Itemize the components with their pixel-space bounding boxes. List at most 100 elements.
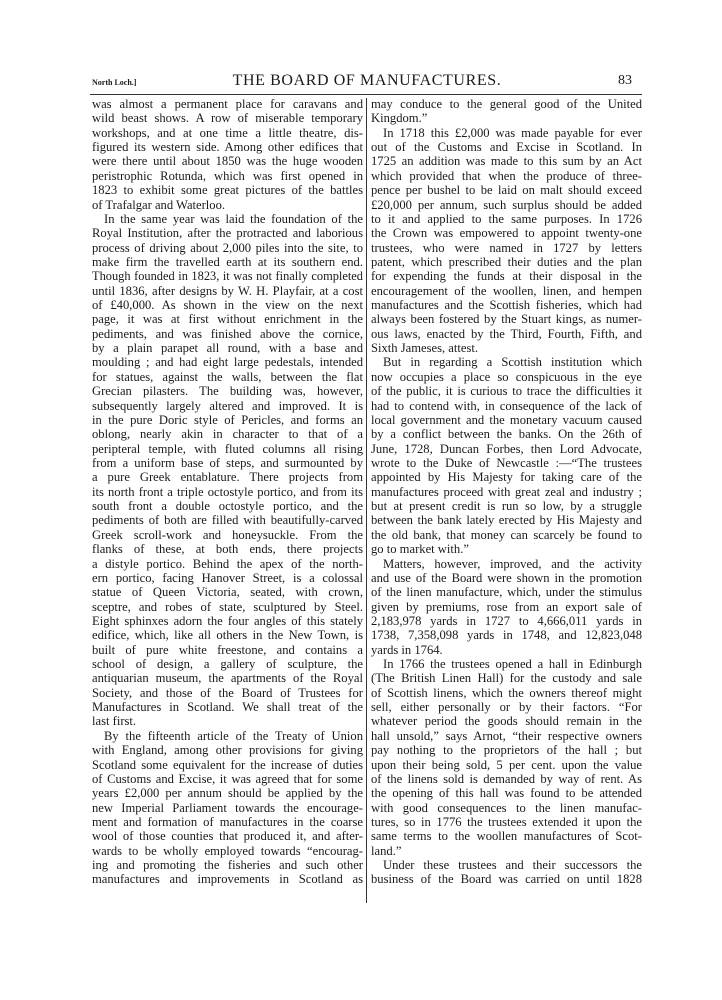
column-divider	[366, 98, 367, 903]
paragraph: In the same year was laid the foundation…	[92, 212, 363, 729]
text-line: of the linens sold is demanded by way of…	[371, 771, 642, 786]
text-line: Matters, however, improved, and the acti…	[383, 556, 642, 571]
text-line: wild beast shows. A row of miserable tem…	[92, 111, 363, 126]
text-line: land.”	[371, 843, 402, 858]
paragraph: Matters, however, improved, and the acti…	[371, 557, 642, 658]
text-line: manufactures and improvements in Scotlan…	[92, 872, 363, 887]
text-line: In 1766 the trustees opened a hall in Ed…	[383, 657, 642, 672]
text-line: sell, either personally or by their fact…	[371, 700, 642, 715]
text-line: may conduce to the general good of the U…	[371, 97, 642, 111]
text-line: Royal Institution, after the protracted …	[92, 226, 363, 241]
text-line: pediments of both are filled with beauti…	[92, 513, 363, 528]
text-line: encouragement of the woollen, linen, and…	[371, 283, 642, 298]
text-line: figured its western side. Among other ed…	[92, 140, 363, 155]
text-line: Greek scroll-work and honeysuckle. From …	[92, 527, 363, 542]
text-line: given by premiums, rose from an export s…	[371, 599, 642, 614]
text-line: but at present credit is run so low, by …	[371, 499, 642, 514]
text-line: years £2,000 per annum should be applied…	[92, 786, 363, 801]
text-line: by a plain parapet all round, with a bas…	[92, 341, 363, 356]
text-line: in the pure Doric style of Pericles, and…	[92, 412, 363, 427]
text-line: from a uniform base of steps, and surmou…	[92, 455, 363, 470]
text-line: edifice, which, like all others in the N…	[92, 628, 363, 643]
text-line: until 1836, after designs by W. H. Playf…	[92, 283, 363, 298]
text-line: subsequently largely altered and improve…	[92, 398, 363, 413]
text-line: for statues, against the walls, between …	[92, 369, 363, 384]
text-line: pediments, and was finished above the co…	[92, 326, 363, 341]
text-line: (The British Linen Hall) for the custody…	[371, 671, 642, 686]
text-line: Kingdom.”	[371, 111, 428, 126]
text-line: Eight sphinxes adorn the four angles of …	[92, 613, 363, 628]
text-line: of Scottish linens, which the owners the…	[371, 685, 642, 700]
text-line: ment and formation of manufactures in th…	[92, 814, 363, 829]
text-line: wrote to the Duke of Newcastle :—“The tr…	[371, 455, 642, 470]
text-line: trustees, who were named in 1727 by lett…	[371, 240, 642, 255]
text-line: manufactures and the Scottish fisheries,…	[371, 298, 642, 313]
text-line: whatever period the goods should remain …	[371, 714, 642, 729]
text-line: moulding ; and had eight large pedestals…	[92, 355, 363, 370]
text-line: 1725 an addition was made to this sum by…	[371, 154, 642, 169]
text-line: ous laws, enacted by the Third, Fourth, …	[371, 326, 642, 341]
text-line: page, it was at first without enrichment…	[92, 312, 363, 327]
text-line: of £40,000. As shown in the view on the …	[92, 298, 363, 313]
paragraph: In 1766 the trustees opened a hall in Ed…	[371, 657, 642, 858]
text-line: 1823 to exhibit some great pictures of t…	[92, 183, 363, 198]
text-line: flanks of these, at both ends, there pro…	[92, 542, 363, 557]
text-line: appointed by His Majesty for taking care…	[371, 470, 642, 485]
text-line: now occupies a place so conspicuous in t…	[371, 369, 642, 384]
text-line: statue of Queen Victoria, seated, with c…	[92, 585, 363, 600]
text-line: the Crown was empowered to appoint twent…	[371, 226, 642, 241]
running-head: North Loch.] THE BOARD OF MANUFACTURES. …	[92, 72, 642, 92]
text-line: June, 1728, Duncan Forbes, then Lord Adv…	[371, 441, 642, 456]
text-line: the old bank, that money can scarcely be…	[371, 527, 642, 542]
text-line: 1738, 7,358,098 yards in 1748, and 12,82…	[371, 628, 642, 643]
text-line: antiquarian museum, the apartments of th…	[92, 671, 363, 686]
left-column: was almost a permanent place for caravan…	[92, 97, 363, 887]
text-line: Manufactures in Scotland. We shall treat…	[92, 700, 363, 715]
text-line: upon their being sold, 5 per cent. upon …	[371, 757, 642, 772]
text-line: business of the Board was carried on unt…	[371, 872, 642, 887]
text-line: Under these trustees and their successor…	[383, 858, 642, 873]
text-line: workshops, and at one time a little thea…	[92, 125, 363, 140]
text-line: Grecian pilasters. The building was, how…	[92, 384, 363, 399]
text-line: peristrophic Rotunda, which was first op…	[92, 168, 363, 183]
text-line: the opening of this hall was found to be…	[371, 786, 642, 801]
text-line: with good consequences to the linen manu…	[371, 800, 642, 815]
text-line: school of design, a gallery of sculpture…	[92, 657, 363, 672]
page-title: THE BOARD OF MANUFACTURES.	[232, 72, 502, 89]
header-rule	[90, 94, 642, 95]
text-line: make firm the travelled earth at its sou…	[92, 254, 363, 269]
text-line: 2,183,978 yards in 1727 to 4,666,011 yar…	[371, 613, 642, 628]
right-column: may conduce to the general good of the U…	[371, 97, 642, 887]
text-line: to it and applied to the same purposes. …	[371, 211, 642, 226]
text-line: with England, among other provisions for…	[92, 743, 363, 758]
text-line: Though founded in 1823, it was not final…	[92, 269, 363, 284]
text-line: for expending the funds at their disposa…	[371, 269, 642, 284]
text-line: between the bank lately erected by His M…	[371, 513, 642, 528]
text-line: Scotland some equivalent for the increas…	[92, 757, 363, 772]
text-line: same terms to the woollen manufactures o…	[371, 829, 642, 844]
paragraph: In 1718 this £2,000 was made payable for…	[371, 126, 642, 356]
text-line: of the public, it is curious to trace th…	[371, 384, 642, 399]
text-line: a pure Greek entablature. There projects…	[92, 470, 363, 485]
text-line: In the same year was laid the foundation…	[104, 211, 363, 226]
text-line: wool of those counties that produced it,…	[92, 829, 363, 844]
section-label: North Loch.]	[92, 78, 137, 87]
text-line: were there until about 1850 was the huge…	[92, 154, 363, 169]
text-line: wards to be wholly employed towards “enc…	[92, 843, 363, 858]
text-line: always been fostered by the Stuart kings…	[371, 312, 642, 327]
text-line: pence per bushel to be laid on malt shou…	[371, 183, 642, 198]
text-line: was almost a permanent place for caravan…	[92, 97, 363, 111]
text-line: In 1718 this £2,000 was made payable for…	[383, 125, 642, 140]
text-line: peripteral temple, with fluted columns a…	[92, 441, 363, 456]
paragraph: By the fifteenth article of the Treaty o…	[92, 729, 363, 887]
paragraph: was almost a permanent place for caravan…	[92, 97, 363, 212]
text-line: hall unsold,” says Arnot, “their respect…	[371, 728, 642, 743]
text-line: Sixth Jameses, attest.	[371, 341, 479, 356]
text-line: and use of the Board were shown in the p…	[371, 570, 642, 585]
text-line: last first.	[92, 714, 137, 729]
text-line: built of pure white freestone, and conta…	[92, 642, 363, 657]
text-line: pay nothing to the proprietors of the ha…	[371, 743, 642, 758]
text-line: local government and the monetary vacuum…	[371, 412, 642, 427]
text-line: go to market with.”	[371, 542, 469, 557]
text-line: ing and promoting the fisheries and such…	[92, 858, 363, 873]
